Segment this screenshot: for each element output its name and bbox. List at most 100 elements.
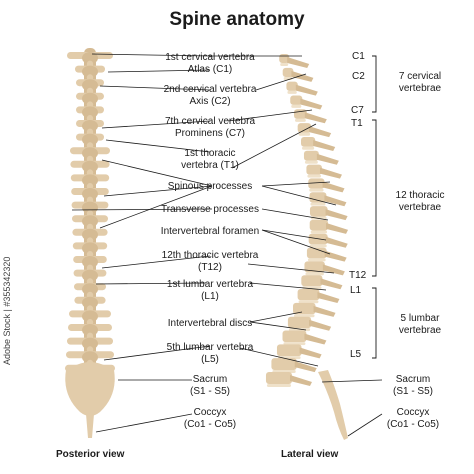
- lateral-vertebral-body: [276, 344, 302, 357]
- leader-line: [103, 185, 213, 197]
- intervertebral-disc: [307, 174, 321, 178]
- vertebra-body: [82, 174, 98, 187]
- lateral-spinous-process: [300, 98, 323, 110]
- label-l5-line2: (L5): [201, 354, 219, 365]
- lateral-spinous-process: [313, 139, 336, 151]
- leader-line: [347, 413, 383, 437]
- intervertebral-disc: [280, 63, 289, 66]
- lateral-vertebral-body: [304, 261, 325, 273]
- right-sacrum-line1: Sacrum: [395, 374, 431, 385]
- marker-c2: C2: [352, 71, 365, 82]
- vertebra-body: [82, 201, 98, 214]
- lateral-spinous-process: [319, 167, 342, 179]
- intervertebral-disc: [310, 202, 326, 206]
- leader-line: [261, 208, 329, 221]
- lateral-vertebral-body: [265, 372, 292, 384]
- posterior-spine: [65, 48, 115, 438]
- lateral-vertebral-body: [309, 219, 329, 231]
- lateral-vertebral-body: [271, 358, 297, 371]
- vertebra-body: [82, 147, 98, 160]
- right-sacrum-line2: (S1 - S5): [392, 386, 433, 397]
- lateral-spinous-process: [295, 84, 318, 96]
- lateral-spinous-process: [309, 126, 332, 138]
- lateral-vertebral-body: [297, 289, 320, 301]
- label-t1-line1: 1st thoracic: [184, 148, 236, 159]
- leader-line: [255, 73, 307, 91]
- lateral-vertebral-body: [306, 164, 322, 175]
- intervertebral-disc: [305, 272, 324, 276]
- label-c1-line2: Atlas (C1): [187, 64, 233, 75]
- vertebra-body: [82, 188, 98, 200]
- lateral-spinous-process: [320, 278, 343, 290]
- label-transverse-processes: Transverse processes: [161, 204, 259, 215]
- right-coccyx-line1: Coccyx: [396, 407, 430, 418]
- lateral-spinous-process: [294, 361, 317, 373]
- lateral-spinous-process: [291, 70, 314, 82]
- marker-t1: T1: [351, 118, 363, 129]
- lateral-spinous-process: [324, 195, 347, 207]
- lateral-vertebral-body: [309, 192, 327, 203]
- vertebra-body: [82, 92, 98, 105]
- leader-line: [91, 53, 211, 57]
- leader-line: [99, 185, 213, 229]
- lateral-spinous-process: [324, 250, 347, 262]
- lateral-spinous-process: [326, 222, 349, 234]
- lateral-vertebral-body: [293, 302, 316, 315]
- sacrum-posterior: [65, 362, 115, 416]
- label-spinous-processes: Spinous processes: [167, 181, 253, 192]
- marker-l1: L1: [350, 285, 362, 296]
- label-l5-line1: 5th lumbar vertebra: [166, 342, 254, 353]
- lateral-spinous-process: [325, 209, 348, 221]
- lateral-spinous-process: [316, 153, 339, 165]
- posterior-view-caption: Posterior view: [56, 449, 125, 460]
- lateral-vertebral-body: [286, 81, 298, 91]
- intervertebral-disc: [266, 384, 291, 387]
- lateral-spinous-process: [309, 319, 332, 331]
- label-l1-line2: (L1): [201, 291, 219, 302]
- leader-line: [95, 413, 193, 433]
- vertebra-body: [82, 120, 98, 132]
- vertebra-body: [82, 242, 98, 255]
- lateral-spinous-process: [304, 333, 327, 345]
- leader-lines: [71, 53, 383, 437]
- intervertebral-disc: [298, 132, 311, 136]
- leader-line: [101, 120, 211, 129]
- leader-line: [261, 185, 337, 206]
- leader-line: [249, 282, 327, 291]
- leader-line: [99, 85, 211, 91]
- lateral-spinous-process: [289, 375, 312, 386]
- leader-line: [105, 139, 211, 153]
- marker-t12: T12: [349, 270, 367, 281]
- intervertebral-disc: [304, 160, 318, 164]
- lateral-spinous-process: [299, 347, 322, 359]
- vertebra-body: [82, 351, 98, 364]
- lateral-vertebral-body: [308, 178, 325, 189]
- label-intervertebral-discs: Intervertebral discs: [167, 318, 253, 329]
- leader-line: [247, 263, 335, 274]
- vertebra-body: [82, 296, 98, 309]
- region-thoracic-line2: vertebrae: [398, 202, 442, 213]
- lateral-spine: [265, 54, 349, 440]
- lateral-spinous-process: [322, 181, 345, 193]
- label-c7-line1: 7th cervical vertebra: [164, 116, 256, 127]
- intervertebral-disc: [287, 90, 297, 94]
- intervertebral-disc: [291, 104, 302, 108]
- lateral-spinous-process: [317, 292, 340, 304]
- label-sacrum-line1: Sacrum: [192, 374, 228, 385]
- stock-id: Adobe Stock | #355342320: [2, 256, 12, 365]
- region-brackets: [372, 55, 377, 359]
- intervertebral-disc: [310, 230, 328, 234]
- lateral-spinous-process: [304, 112, 327, 124]
- label-t1-line2: vertebra (T1): [181, 160, 239, 171]
- vertebra-body: [82, 269, 98, 282]
- vertebra-body: [82, 310, 98, 323]
- label-t12-line2: (T12): [198, 262, 222, 273]
- label-t12-line1: 12th thoracic vertebra: [161, 250, 259, 261]
- lateral-vertebral-body: [309, 206, 328, 217]
- region-bracket: [372, 119, 377, 277]
- intervertebral-disc: [294, 314, 315, 318]
- label-c2-line1: 2nd cervical vertebra: [163, 84, 257, 95]
- region-bracket: [372, 287, 377, 359]
- intervertebral-disc: [288, 328, 311, 332]
